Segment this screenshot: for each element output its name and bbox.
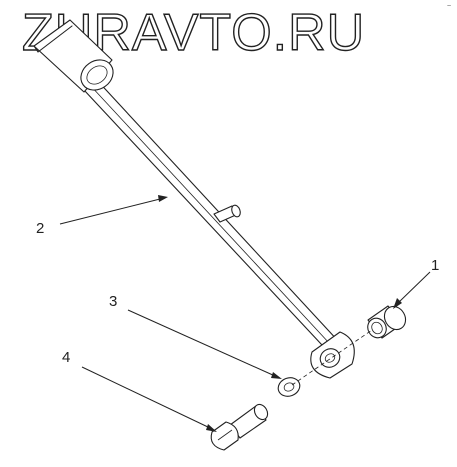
part-3-washer: [277, 377, 301, 397]
callout-label-3: 3: [109, 293, 117, 310]
callout-label-2: 2: [36, 220, 44, 237]
part-4-bolt: [210, 403, 269, 451]
part-1-bushing: [367, 305, 407, 339]
callout-3: 3: [109, 293, 282, 379]
part-2-lever-rod: [33, 19, 355, 379]
callout-label-1: 1: [431, 257, 439, 274]
callout-1: 1: [393, 257, 439, 309]
callout-4: 4: [62, 349, 217, 432]
callout-2: 2: [36, 195, 168, 237]
corner-mark: ~: [447, 3, 451, 10]
callout-label-4: 4: [62, 349, 70, 366]
